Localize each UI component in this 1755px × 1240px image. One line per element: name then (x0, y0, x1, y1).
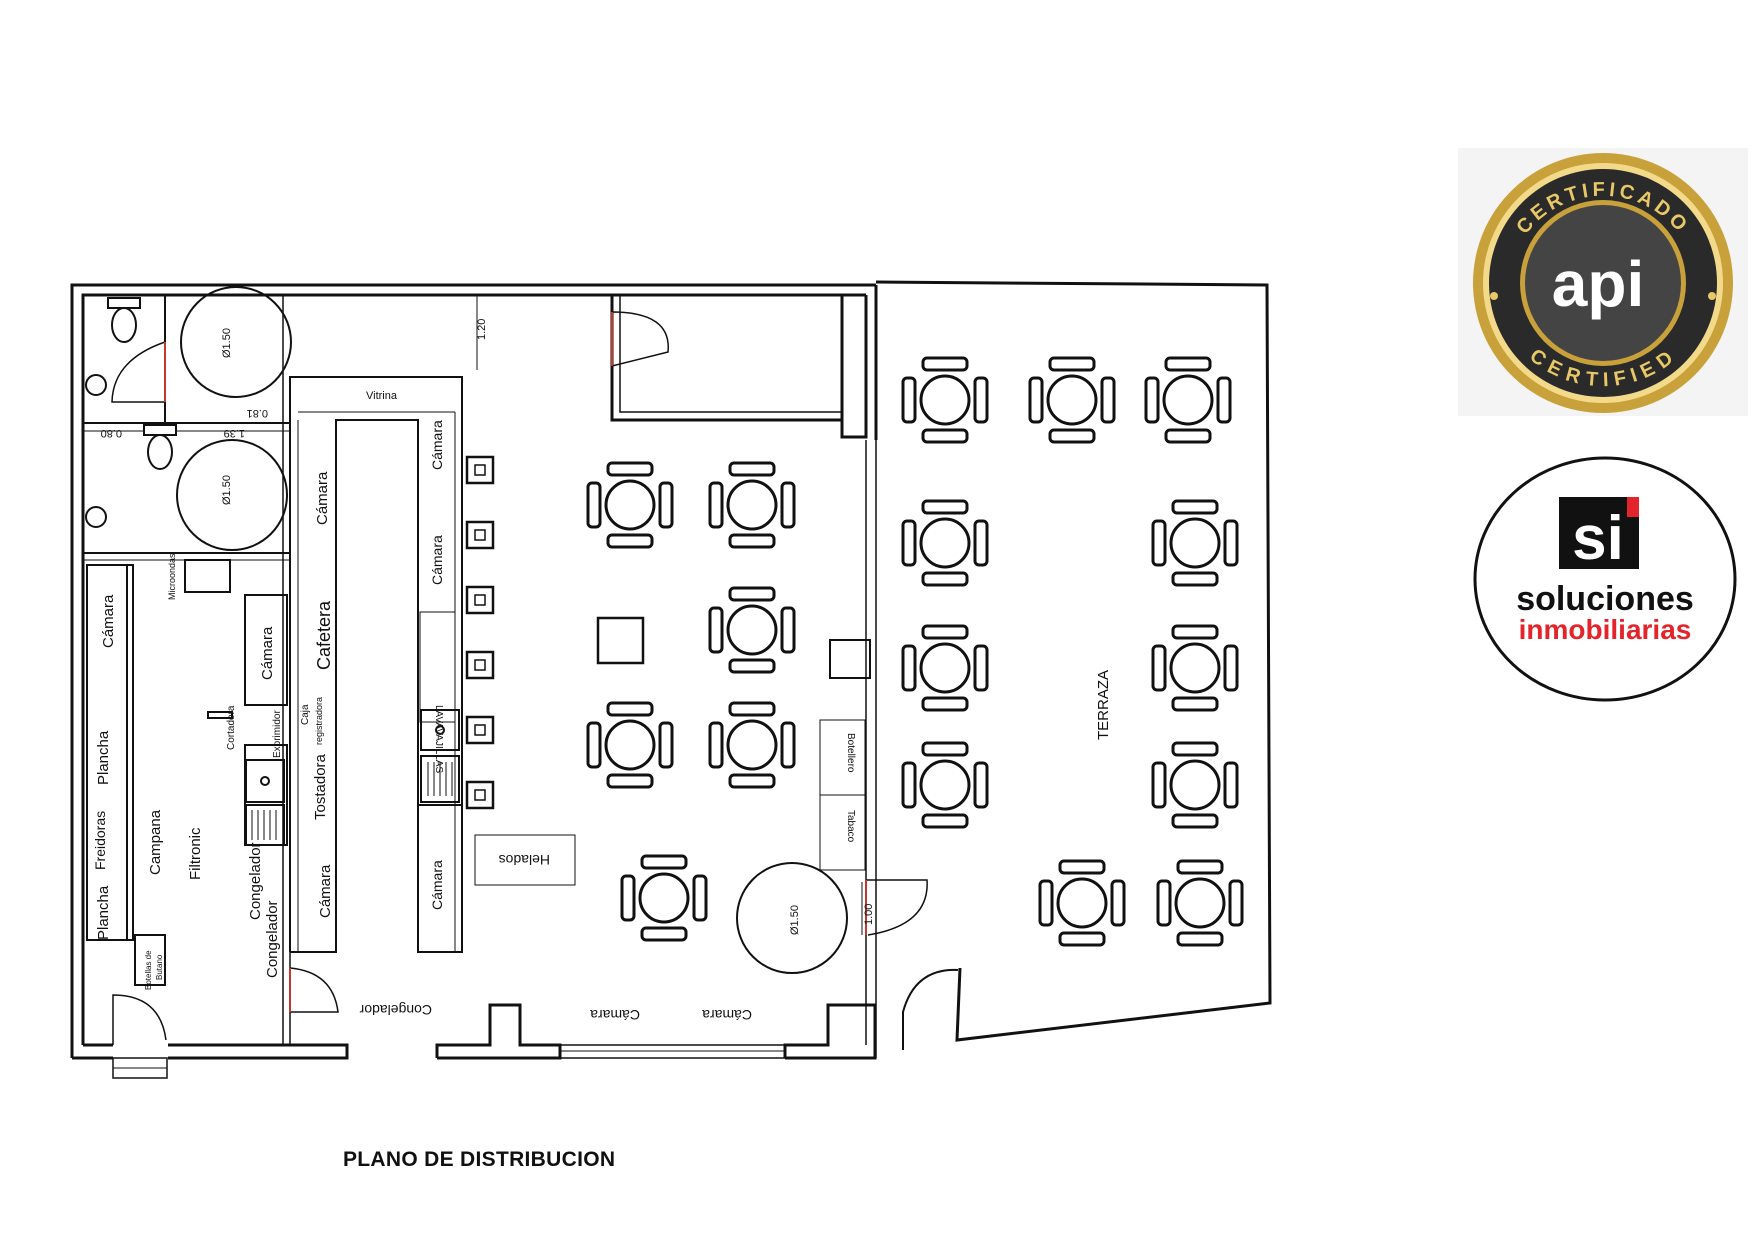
label-camara-bottom-2: Cámara (702, 1007, 752, 1023)
dim-139: 1.39 (224, 427, 245, 439)
soluciones-inmobiliarias-logo: si soluciones inmobiliarias (1472, 455, 1738, 703)
label-botellero: Botellero (845, 733, 856, 773)
dim-100: 1.00 (863, 904, 875, 925)
diam-3: Ø1.50 (789, 905, 801, 935)
dim-081: 0.81 (247, 407, 268, 419)
label-botellas-2: Butano (155, 954, 164, 980)
label-congelador-bottom: Congelador (359, 1002, 432, 1018)
si-mark-box (1559, 497, 1639, 569)
label-vitrina: Vitrina (366, 390, 398, 402)
label-caja: Caja (300, 704, 311, 725)
si-line1: soluciones (1516, 580, 1694, 618)
toilet-1 (85, 297, 141, 396)
label-plancha-2: Plancha (95, 885, 112, 940)
label-camara-kitchen-2: Cámara (100, 594, 117, 648)
interior-tables (586, 461, 796, 942)
label-cafetera: Cafetera (314, 600, 334, 670)
label-campana: Campana (147, 809, 164, 875)
label-camara-bar-3: Cámara (429, 860, 445, 910)
terrace-tables (901, 356, 1244, 947)
label-botellas-1: Botellas de (144, 950, 153, 990)
label-plancha-1: Plancha (95, 730, 112, 785)
label-tostadora: Tostadora (312, 753, 329, 820)
label-camara-left-top: Cámara (314, 471, 331, 525)
diam-2: Ø1.50 (221, 475, 233, 505)
label-terraza: TERRAZA (1095, 670, 1112, 740)
dim-120: 1.20 (476, 319, 488, 340)
label-camara-bottom-1: Cámara (590, 1007, 640, 1023)
label-exprimidor: Exprimidor (272, 710, 283, 758)
dim-080: 0.80 (101, 427, 122, 439)
label-camara-bar-2: Cámara (429, 535, 445, 585)
toilet-2 (85, 424, 177, 528)
room-labels: Vitrina Cámara Cámara Cámara LAVAVAJILLA… (92, 390, 1112, 1023)
bar-stools (465, 455, 495, 810)
label-microondas: Microondas (167, 553, 177, 600)
label-cortadora: Cortadora (226, 705, 237, 750)
label-camara-left-bottom: Cámara (317, 864, 334, 918)
si-mark-text: si (1572, 504, 1624, 573)
label-congelador-2: Congelador (264, 900, 281, 978)
api-certified-badge: CERTIFICADO CERTIFIED api (1458, 148, 1748, 416)
label-camara-bar-1: Cámara (429, 420, 445, 470)
dimension-labels: 1.20 0.81 1.39 0.80 1.00 Ø1.50 Ø1.50 Ø1.… (101, 319, 875, 935)
si-line2: inmobiliarias (1519, 614, 1692, 645)
label-filtronic: Filtronic (187, 827, 204, 880)
kitchen-equipment (86, 559, 288, 986)
turning-circles (176, 286, 848, 974)
label-registradora: registradora (314, 697, 324, 745)
label-freidoras: Freidoras (92, 811, 108, 870)
label-lavavajillas: LAVAVAJILLAS (433, 705, 444, 774)
label-camara-kitchen: Cámara (259, 626, 276, 680)
diam-1: Ø1.50 (221, 328, 233, 358)
bar-counters (184, 376, 871, 953)
label-tabaco: Tabaco (845, 810, 856, 843)
api-center-text: api (1552, 248, 1644, 320)
label-congelador-1: Congelador (247, 842, 264, 920)
plan-title: PLANO DE DISTRIBUCION (343, 1148, 616, 1171)
label-helados: Helados (499, 852, 550, 868)
